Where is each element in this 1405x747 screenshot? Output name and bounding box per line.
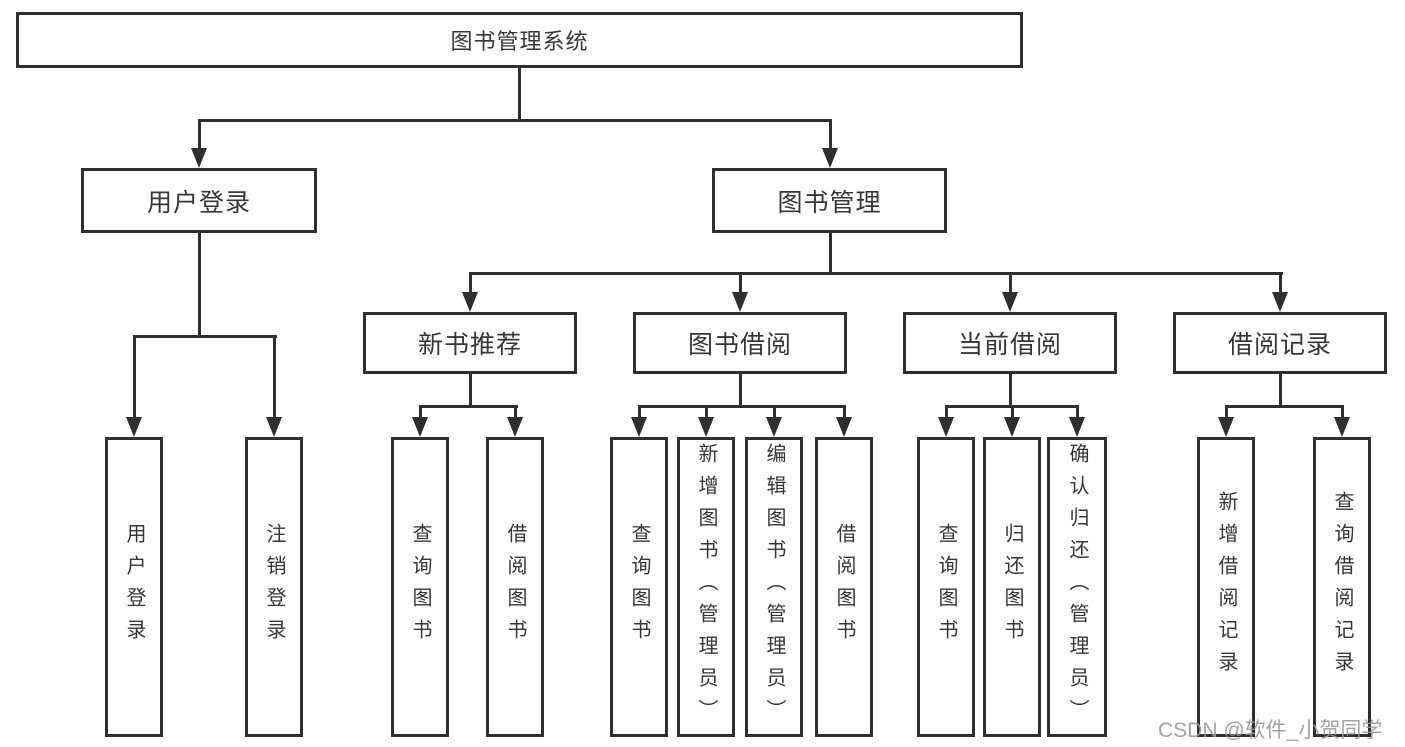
connector-line [133,335,277,338]
connector-line [829,119,832,149]
node-label: 用户登录 [123,523,145,651]
node-borrow-records: 借阅记录 [1173,312,1387,374]
connector-line [133,335,136,419]
leaf-borrow-books-recommend: 借阅图书 [486,437,544,737]
connector-line [469,372,472,407]
node-label: 借阅记录 [1227,331,1332,359]
arrow-down-icon [822,148,838,168]
connector-line [945,405,948,419]
connector-line [273,335,276,419]
leaf-query-borrow-record: 查询借阅记录 [1313,437,1371,737]
connector-line [1076,405,1079,419]
connector-line [469,272,1283,275]
node-book-borrow: 图书借阅 [633,312,847,374]
node-label: 用户登录 [146,188,251,217]
connector-line [419,405,518,408]
node-label: 图书管理 [777,188,882,217]
leaf-query-books-recommend: 查询图书 [391,437,449,737]
node-label: 确认归还（管理员） [1066,443,1088,731]
node-label: 新增借阅记录 [1215,491,1237,683]
node-label: 借阅图书 [833,523,855,651]
connector-line [843,405,846,419]
arrow-down-icon [732,292,748,312]
arrow-down-icon [507,417,523,437]
node-label: 查询借阅记录 [1331,491,1353,683]
leaf-query-books-borrow: 查询图书 [610,437,668,737]
leaf-borrow-books: 借阅图书 [815,437,873,737]
connector-line [1225,405,1228,419]
node-label: 查询图书 [628,523,650,651]
arrow-down-icon [412,417,428,437]
connector-line [829,231,832,274]
connector-line [1011,405,1014,419]
arrow-down-icon [1218,417,1234,437]
connector-line [469,272,472,294]
node-label: 当前借阅 [957,331,1062,359]
node-book-management: 图书管理 [712,168,947,233]
leaf-user-login: 用户登录 [105,437,163,737]
connector-line [1225,405,1344,408]
connector-line [638,405,846,408]
connector-line [198,119,832,122]
arrow-down-icon [836,417,852,437]
leaf-add-book-admin: 新增图书（管理员） [677,437,735,737]
node-current-borrow: 当前借阅 [903,312,1117,374]
leaf-add-borrow-record: 新增借阅记录 [1197,437,1255,737]
node-label: 查询图书 [935,523,957,651]
arrow-down-icon [938,417,954,437]
node-label: 编辑图书（管理员） [763,443,785,731]
connector-line [739,272,742,294]
connector-line [638,405,641,419]
connector-line [773,405,776,419]
leaf-edit-book-admin: 编辑图书（管理员） [745,437,803,737]
arrow-down-icon [766,417,782,437]
node-label: 借阅图书 [504,523,526,651]
node-label: 新增图书（管理员） [695,443,717,731]
csdn-watermark: CSDN @软件_小贺同学 [1158,719,1383,742]
connector-line [1009,272,1012,294]
connector-line [705,405,708,419]
connector-line [518,68,521,120]
node-label: 图书借阅 [687,331,792,359]
leaf-confirm-return-admin: 确认归还（管理员） [1047,437,1107,737]
arrow-down-icon [1004,417,1020,437]
connector-line [514,405,517,419]
node-library-management-system: 图书管理系统 [16,12,1023,68]
node-user-login: 用户登录 [81,168,317,233]
arrow-down-icon [631,417,647,437]
arrow-down-icon [266,417,282,437]
arrow-down-icon [1272,292,1288,312]
connector-line [1341,405,1344,419]
connector-line [739,372,742,407]
leaf-logout: 注销登录 [245,437,303,737]
leaf-query-books-current: 查询图书 [917,437,975,737]
arrow-down-icon [1002,292,1018,312]
node-label: 图书管理系统 [450,29,589,54]
arrow-down-icon [1334,417,1350,437]
connector-line [198,231,201,337]
arrow-down-icon [462,292,478,312]
connector-line [419,405,422,419]
arrow-down-icon [126,417,142,437]
node-label: 新书推荐 [417,331,522,359]
node-new-book-recommend: 新书推荐 [363,312,577,374]
leaf-return-book: 归还图书 [983,437,1041,737]
arrow-down-icon [191,148,207,168]
connector-line [198,119,201,149]
arrow-down-icon [698,417,714,437]
connector-line [1279,372,1282,407]
connector-line [1279,272,1282,294]
node-label: 注销登录 [263,523,285,651]
arrow-down-icon [1069,417,1085,437]
node-label: 归还图书 [1001,523,1023,651]
connector-line [1009,372,1012,407]
node-label: 查询图书 [409,523,431,651]
